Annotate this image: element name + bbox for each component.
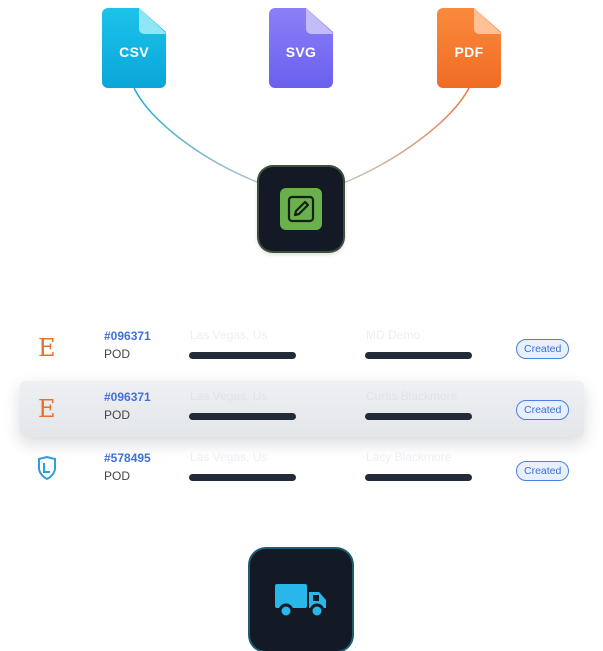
design-editor-hub (259, 167, 343, 251)
order-type: POD (104, 408, 131, 422)
order-id[interactable]: #096371 (104, 329, 151, 343)
delivery-truck-icon (275, 584, 326, 619)
order-row[interactable]: #578495 POD Las Vegas, Us Lacy Blackmore… (20, 442, 584, 498)
order-id[interactable]: #096371 (104, 390, 151, 404)
status-badge: Created (516, 339, 570, 359)
shield-store-icon (37, 455, 57, 485)
customer-bar (365, 352, 472, 359)
shipping-hub (250, 549, 352, 651)
edit-pencil-icon (280, 188, 322, 230)
location-bar (189, 413, 296, 420)
status-badge: Created (516, 461, 570, 481)
etsy-e-icon: E (38, 395, 56, 423)
location-bar (189, 352, 296, 359)
order-customer: Curtis Blackmore (366, 389, 458, 403)
order-location: Las Vegas, Us (190, 450, 268, 464)
order-location: Las Vegas, Us (190, 328, 268, 342)
svg-file-label: SVG (285, 44, 317, 60)
order-id[interactable]: #578495 (104, 451, 151, 465)
csv-file-label: CSV (119, 44, 149, 60)
location-bar (189, 474, 296, 481)
status-badge: Created (516, 400, 570, 420)
order-row-highlighted[interactable]: E #096371 POD Las Vegas, Us Curtis Black… (20, 381, 584, 437)
order-location: Las Vegas, Us (190, 389, 268, 403)
customer-bar (365, 413, 472, 420)
etsy-e-icon: E (38, 334, 56, 362)
order-type: POD (104, 469, 131, 483)
order-customer: MD Demo (366, 328, 421, 342)
order-row[interactable]: E #096371 POD Las Vegas, Us MD Demo Crea… (20, 320, 584, 376)
order-type: POD (104, 347, 131, 361)
pdf-connector (340, 87, 470, 185)
order-customer: Lacy Blackmore (366, 450, 452, 464)
pdf-file-label: PDF (454, 44, 484, 60)
customer-bar (365, 474, 472, 481)
pdf-file-icon: PDF (437, 8, 501, 88)
csv-connector (133, 87, 263, 185)
